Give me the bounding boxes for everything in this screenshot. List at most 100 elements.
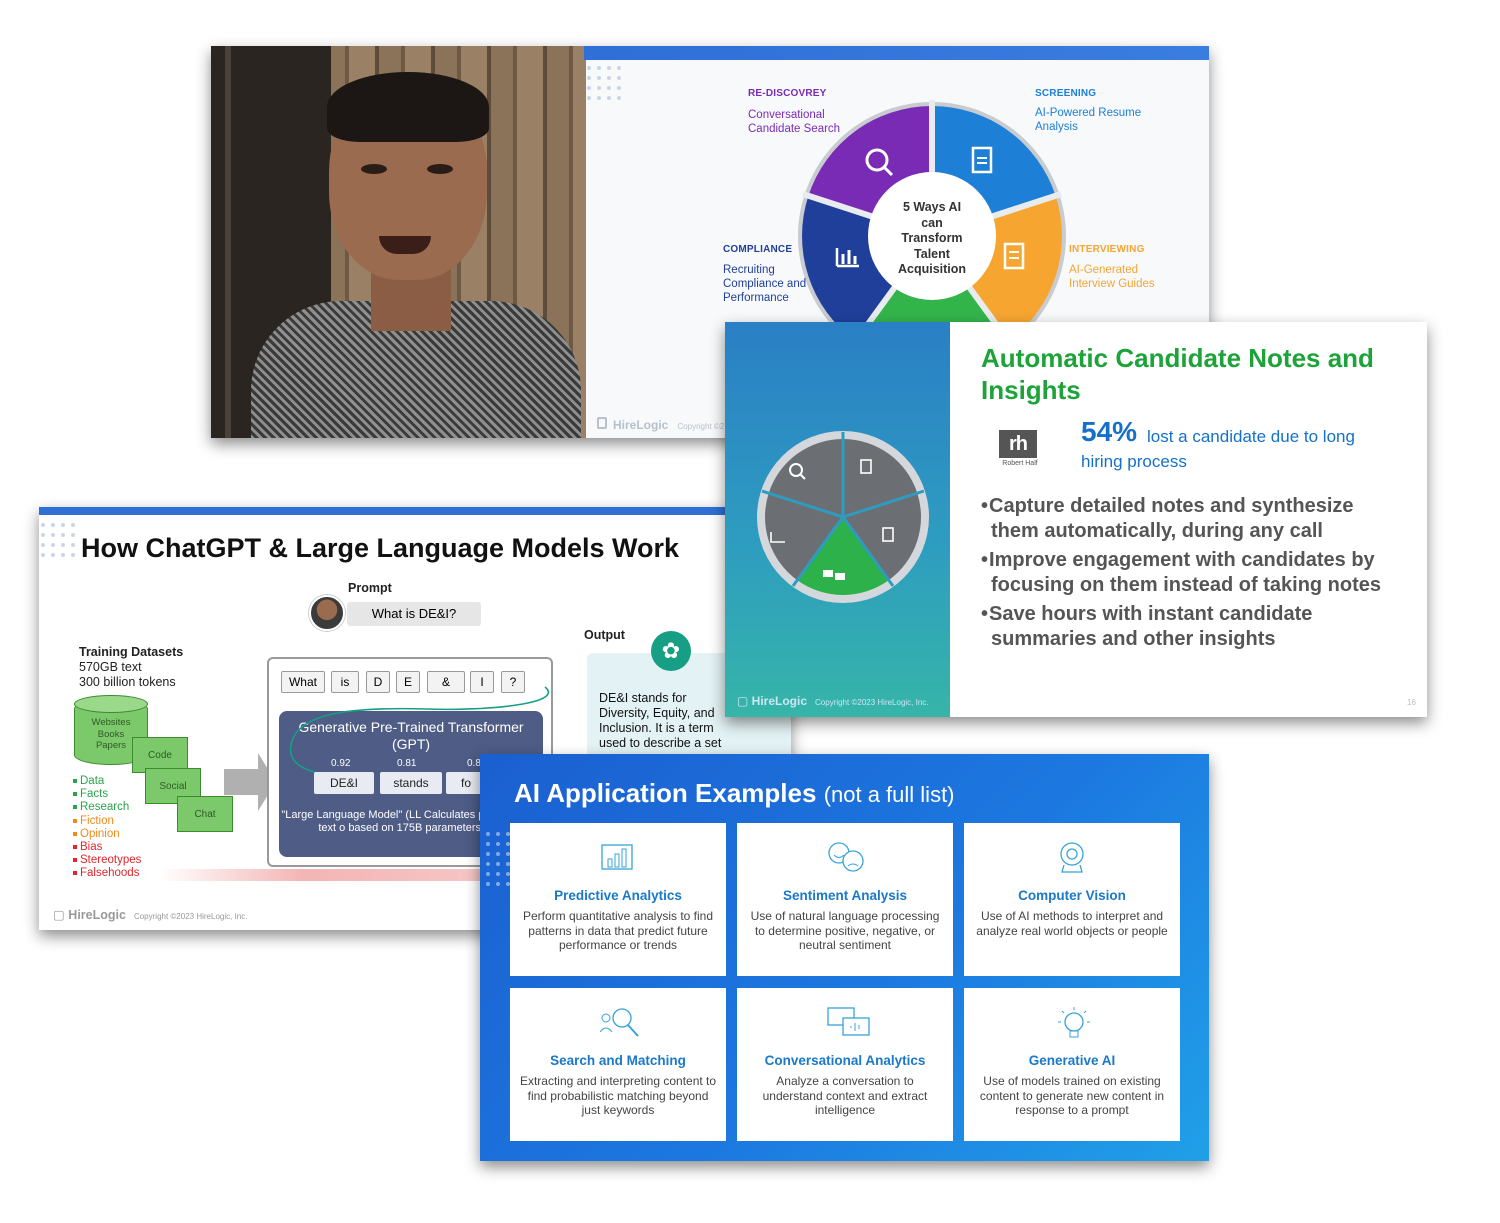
prompt-bubble: What is DE&I? [347, 602, 481, 626]
card-description: Use of models trained on existing conten… [979, 1074, 1165, 1118]
legend-item: Fiction [73, 815, 141, 828]
card-description: Use of AI methods to interpret and analy… [976, 909, 1168, 938]
card-title: Computer Vision [1018, 888, 1126, 903]
input-arrow-icon [224, 753, 276, 811]
datasets-size: 570GB text [79, 660, 142, 674]
token-flow-curve [289, 686, 549, 780]
prompt-token: D [366, 671, 390, 693]
legend-marker [73, 818, 77, 823]
rediscovery-sub: Conversational Candidate Search [748, 109, 841, 135]
prompt-label: Prompt [348, 581, 392, 595]
slide-title: AI Application Examples (not a full list… [514, 778, 955, 808]
interviewing-heading: INTERVIEWING [1069, 244, 1145, 255]
output-token: fo [446, 772, 486, 794]
bullet-item: Improve engagement with candidates by fo… [981, 548, 1401, 598]
decorative-dots [587, 66, 621, 100]
prompt-token: What [281, 671, 325, 693]
page-number: 16 [1407, 698, 1416, 707]
token-probability: 0.8 [467, 758, 481, 769]
token-probability: 0.81 [397, 758, 417, 769]
stat-text: lost a candidate due to long hiring proc… [1081, 427, 1355, 471]
slide-title: Automatic Candidate Notes and Insights [981, 343, 1374, 405]
gpt-title: Generative Pre-Trained Transformer (GPT) [298, 719, 524, 752]
legend-marker [73, 858, 77, 863]
prompt-token: I [470, 671, 494, 693]
card-title: Sentiment Analysis [782, 888, 908, 903]
legend-marker [73, 792, 77, 797]
application-card: Generative AI Use of models trained on ex… [964, 988, 1180, 1141]
card-description: Extracting and interpreting content to f… [519, 1074, 717, 1118]
cycle-center-label: 5 Ways AI can Transform Talent Acquisiti… [897, 200, 967, 277]
gpt-footnote: "Large Language Model" (LL Calculates pr… [281, 809, 541, 834]
chat-bubbles-icon [827, 1006, 870, 1038]
datasets-title: Training Datasets [79, 645, 184, 659]
robert-half-caption: Robert Half [1002, 460, 1038, 467]
token-probability: 0.92 [331, 758, 351, 769]
legend-item: Stereotypes [73, 854, 141, 867]
legend-item: Opinion [73, 828, 141, 841]
ai-applications-slide: AI Application Examples (not a full list… [480, 754, 1209, 1161]
legend-marker [73, 778, 77, 783]
compliance-heading: COMPLIANCE [723, 244, 793, 255]
legend-item: Facts [73, 788, 141, 801]
card-description: Perform quantitative analysis to find pa… [522, 909, 714, 953]
bullet-item: Save hours with instant candidate summar… [981, 602, 1401, 652]
hirelogic-logo-icon [597, 417, 607, 429]
slide-top-bar [584, 46, 1209, 60]
prompt-token: E [396, 671, 420, 693]
stat-number: 54% [1081, 416, 1138, 447]
cycle-diagram [757, 431, 929, 603]
legend-marker [73, 831, 77, 836]
legend-item: Bias [73, 841, 141, 854]
legend-marker [73, 805, 77, 810]
card-title: Predictive Analytics [554, 888, 682, 903]
chat-box: Chat [177, 796, 233, 832]
title-note: (not a full list) [823, 782, 955, 807]
candidate-notes-slide: Automatic Candidate Notes and Insights r… [725, 322, 1427, 717]
decorative-dots [41, 523, 75, 557]
interviewing-sub: AI-Generated Interview Guides [1069, 264, 1155, 290]
card-description: Use of natural language processing to de… [750, 909, 940, 953]
output-label: Output [584, 628, 625, 642]
slide-title: How ChatGPT & Large Language Models Work [81, 533, 680, 563]
card-title: Conversational Analytics [764, 1053, 926, 1068]
prompt-token: is [331, 671, 359, 693]
faces-icon [827, 841, 864, 873]
slide-top-bar [39, 507, 791, 515]
prompt-token: & [427, 671, 465, 693]
screening-heading: SCREENING [1035, 88, 1097, 99]
output-token: DE&I [314, 772, 374, 794]
bar-chart-icon [600, 841, 636, 873]
prompt-token: ? [501, 671, 525, 693]
code-box: Code [132, 737, 188, 773]
people-search-icon [599, 1006, 639, 1038]
decorative-gradient [159, 869, 519, 881]
speaker-video [211, 46, 586, 438]
output-token: stands [380, 772, 442, 794]
card-description: Analyze a conversation to understand con… [762, 1074, 928, 1118]
social-box: Social [145, 768, 201, 804]
card-title: Generative AI [1028, 1053, 1116, 1068]
database-top [74, 695, 148, 713]
legend-item: Data [73, 775, 141, 788]
legend-marker [73, 871, 77, 876]
decorative-dots [486, 832, 510, 886]
card-title: Search and Matching [550, 1053, 686, 1068]
screening-sub: AI-Powered Resume Analysis [1035, 107, 1142, 133]
webcam-icon [1054, 841, 1090, 873]
output-text: DE&I stands for Diversity, Equity, and I… [599, 691, 722, 750]
openai-logo-icon: ✿ [651, 631, 691, 671]
bullet-list: Capture detailed notes and synthesize th… [981, 494, 1401, 656]
rediscovery-heading: RE-DISCOVREY [748, 88, 827, 99]
lightbulb-icon [1054, 1006, 1090, 1038]
database-label: Websites Books Papers [91, 717, 131, 751]
robert-half-logo: rh [999, 430, 1037, 458]
legend-item: Falsehoods [73, 867, 141, 880]
